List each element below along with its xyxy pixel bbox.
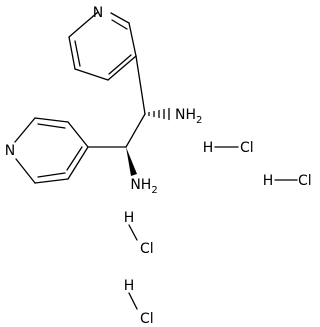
chlorine-label: Cl (140, 311, 154, 327)
lower-ring-nitrogen-label: N (5, 143, 15, 159)
hydrochloride-2: H Cl (263, 173, 312, 189)
lower-pyridine-ring (14, 117, 89, 184)
upper-ring-to-c1-bond (135, 55, 146, 115)
hydrogen-label: H (263, 173, 274, 189)
amine-label-lower: NH2 (130, 177, 157, 196)
upper-ring-nitrogen-label: N (93, 5, 103, 21)
hydrogen-label: H (124, 210, 135, 226)
chlorine-label: Cl (298, 173, 312, 189)
chlorine-label: Cl (140, 241, 154, 257)
hydrogen-label: H (124, 278, 135, 294)
c1-hashed-wedge-bond (148, 107, 170, 121)
amine-label-right: NH2 (175, 107, 202, 126)
hydrochloride-4: H Cl (124, 278, 154, 327)
upper-pyridine-ring (68, 11, 137, 81)
hydrogen-label: H (203, 140, 214, 156)
c1-c2-bond (125, 113, 146, 148)
hydrochloride-1: H Cl (203, 140, 254, 156)
chlorine-label: Cl (240, 140, 254, 156)
hydrochloride-3: H Cl (124, 210, 154, 257)
c2-solid-wedge-bond (126, 147, 137, 176)
